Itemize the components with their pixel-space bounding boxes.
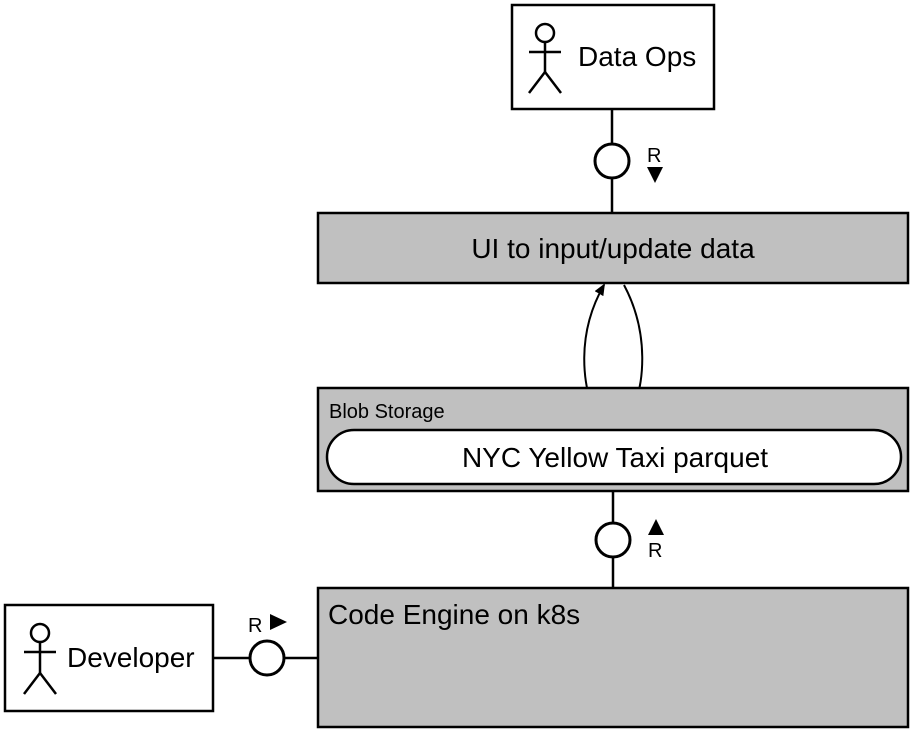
component-label-ui: UI to input/update data — [471, 233, 755, 264]
arrow-right-icon — [270, 614, 287, 630]
component-label-blob-storage: Blob Storage — [329, 401, 445, 423]
parquet-dataset-pill — [325, 428, 903, 486]
connector-data-ops-to-ui: R — [593, 109, 663, 213]
stick-figure-icon — [528, 22, 562, 94]
component-ui: UI to input/update data — [316, 211, 910, 285]
component-code-engine: Code Engine on k8s — [316, 586, 910, 729]
connector-label-r-down: R — [647, 145, 661, 167]
stick-figure-icon — [23, 622, 57, 695]
interface-port — [593, 142, 631, 180]
interface-port — [248, 639, 286, 677]
arrow-down-icon — [647, 167, 663, 183]
arrow-up-icon — [648, 519, 664, 535]
connector-storage-to-engine: R — [594, 491, 664, 588]
interface-port — [594, 521, 632, 559]
component-label-code-engine: Code Engine on k8s — [328, 599, 580, 630]
connector-label-r-right: R — [248, 615, 262, 637]
actor-label-developer: Developer — [67, 642, 195, 673]
actor-label-data-ops: Data Ops — [578, 41, 696, 72]
component-box-ui — [316, 211, 910, 285]
actor-data-ops: Data Ops — [510, 3, 716, 111]
component-box-code-engine — [316, 586, 910, 729]
connector-developer-to-engine: R — [213, 614, 318, 677]
actor-developer: Developer — [3, 603, 215, 713]
connector-label-r-up: R — [648, 540, 662, 562]
component-blob-storage: Blob Storage NYC Yellow Taxi parquet — [316, 386, 910, 493]
parquet-dataset-label: NYC Yellow Taxi parquet — [462, 442, 768, 473]
